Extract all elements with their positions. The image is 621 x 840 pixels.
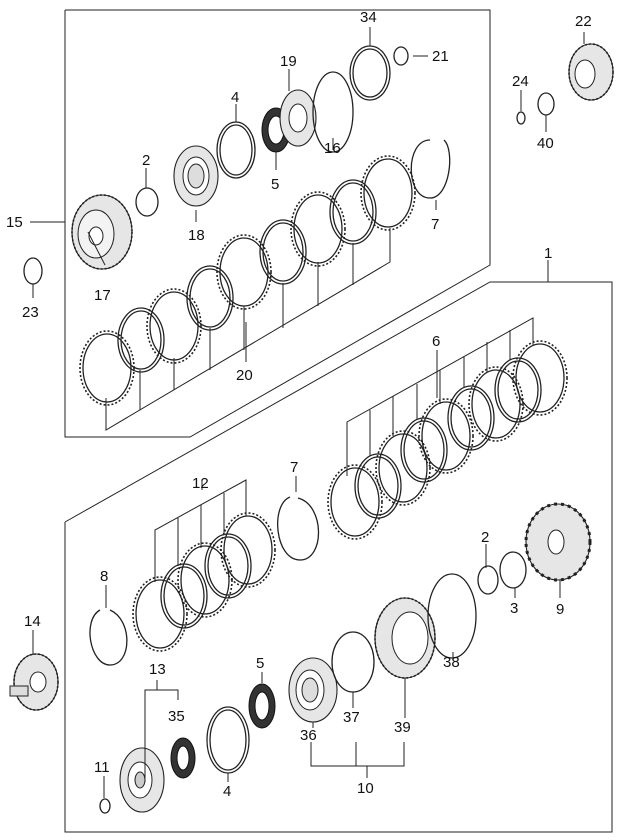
callout-3: 3 (510, 600, 518, 617)
part-4-ring-upper-inner (219, 124, 253, 176)
part-4-ring-lower-inner (209, 709, 247, 771)
upper-assembly-outline (64, 9, 491, 438)
part-2-ring-upper (135, 187, 159, 217)
part-34-ring-inner (352, 48, 388, 98)
part-3-ring (499, 551, 527, 589)
callout-36: 36 (300, 727, 317, 744)
part-21-small-ring (393, 46, 409, 66)
callout-16: 16 (324, 140, 341, 157)
callout-7-lower: 7 (290, 459, 298, 476)
part-7-snap-ring-upper (410, 139, 451, 199)
callout-37: 37 (343, 709, 360, 726)
callout-38: 38 (443, 654, 460, 671)
part-13-planet-carrier (119, 747, 165, 813)
part-9-drum (524, 502, 592, 582)
lower-assembly-outline (64, 281, 613, 833)
callout-18: 18 (188, 227, 205, 244)
part-18-piston-housing (173, 145, 219, 207)
callout-22: 22 (575, 13, 592, 30)
leader-lines (30, 27, 585, 798)
part-24-small-ring (516, 111, 526, 125)
part-35-bearing (170, 737, 196, 779)
callout-10: 10 (357, 780, 374, 797)
part-6-clutch-plate-stack (327, 317, 568, 540)
callout-2-lower: 2 (481, 529, 489, 546)
part-34-ring (349, 45, 391, 101)
part-38-ring (427, 573, 477, 659)
part-5-bearing-lower (248, 683, 276, 729)
callout-12: 12 (192, 475, 209, 492)
callout-13: 13 (149, 661, 166, 678)
callout-1: 1 (544, 245, 552, 262)
part-37-ring (331, 631, 375, 693)
callout-39: 39 (394, 719, 411, 736)
callout-40: 40 (537, 135, 554, 152)
callout-9: 9 (556, 601, 564, 618)
callout-21: 21 (432, 48, 449, 65)
part-19-hub (279, 89, 317, 147)
part-12-clutch-plate-stack (132, 479, 276, 652)
part-17-gear-drum (71, 194, 133, 270)
part-4-ring-lower (206, 706, 250, 774)
callout-24: 24 (512, 73, 529, 90)
part-16-ring (312, 71, 354, 153)
callout-4-lower: 4 (223, 783, 231, 800)
callout-11: 11 (94, 759, 110, 776)
callout-14: 14 (24, 613, 41, 630)
part-14-output-gear (9, 653, 59, 711)
callout-7-upper: 7 (431, 216, 439, 233)
part-8-snap-ring (89, 609, 128, 666)
part-39-clutch-drum (374, 597, 436, 679)
callout-2-upper: 2 (142, 152, 150, 169)
part-4-ring-upper (216, 121, 256, 179)
callout-15: 15 (6, 214, 23, 231)
part-11-small-ring (99, 798, 111, 814)
part-20-clutch-plate-stack (79, 155, 416, 431)
part-36-piston (288, 657, 338, 723)
part-22-gear (568, 43, 614, 101)
callout-35: 35 (168, 708, 185, 725)
part-40-ring (537, 92, 555, 116)
callout-4-upper: 4 (231, 89, 239, 106)
part-23-ring (23, 257, 43, 285)
callout-5-lower: 5 (256, 655, 264, 672)
part-2-ring-lower (477, 565, 499, 595)
callout-6: 6 (432, 333, 440, 350)
callout-8: 8 (100, 568, 108, 585)
callout-labels: 1 15 17 2 18 4 5 19 16 34 21 7 22 24 40 … (6, 9, 592, 800)
callout-19: 19 (280, 53, 297, 70)
callout-5-upper: 5 (271, 176, 279, 193)
part-7-snap-ring-lower (277, 496, 320, 561)
callout-23: 23 (22, 304, 39, 321)
callout-34: 34 (360, 9, 377, 26)
callout-17: 17 (94, 287, 111, 304)
callout-20: 20 (236, 367, 253, 384)
